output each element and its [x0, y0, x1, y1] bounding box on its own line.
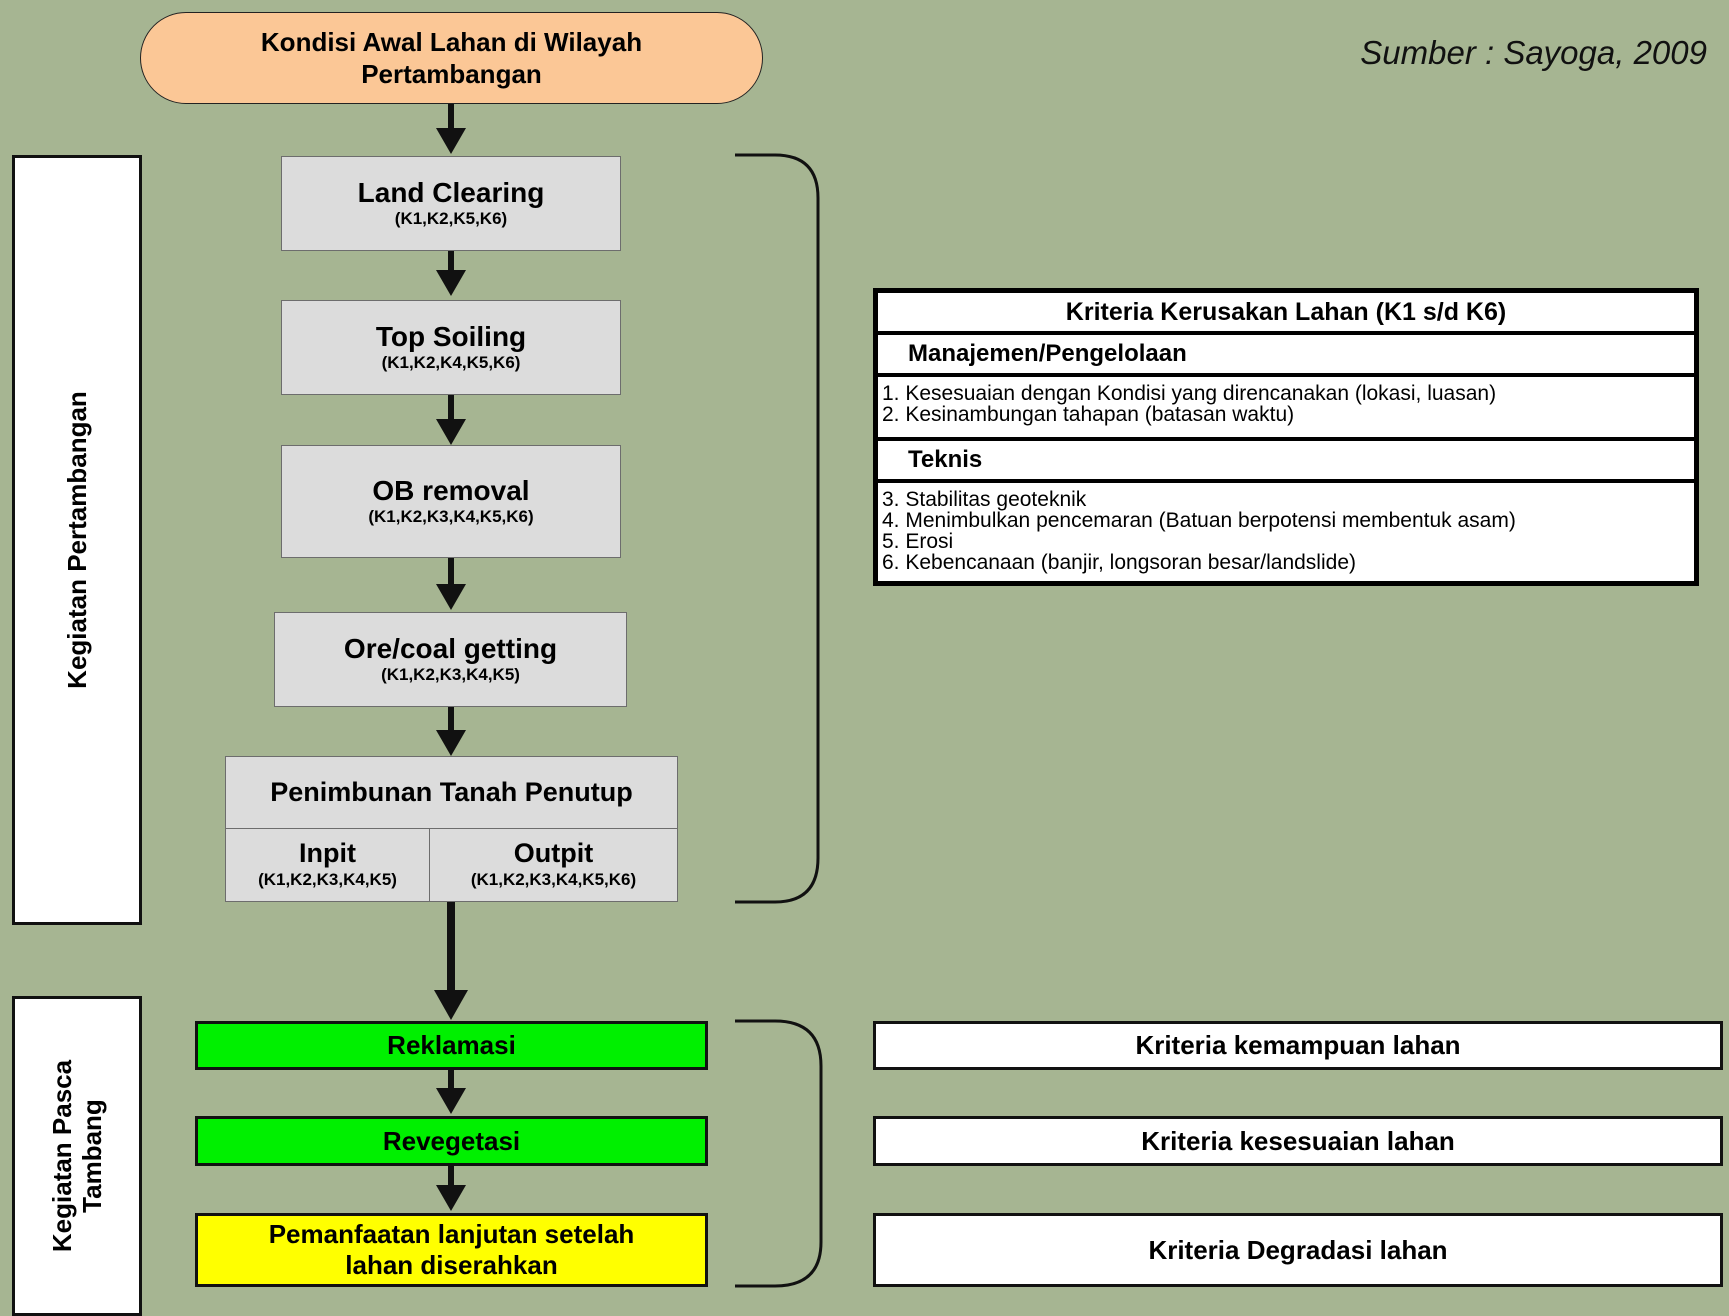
step-further-use: Pemanfaatan lanjutan setelah lahan diser… — [195, 1213, 708, 1287]
criteria-item: 1. Kesesuaian dengan Kondisi yang direnc… — [882, 382, 1497, 405]
criteria-suitability: Kriteria kesesuaian lahan — [873, 1116, 1723, 1166]
further-use-line2: lahan diserahkan — [345, 1250, 558, 1280]
dumping-outpit: Outpit (K1,K2,K3,K4,K5,K6) — [430, 829, 677, 901]
section-post-mining-line2: Tambang — [77, 1099, 107, 1213]
flow-arrow-main — [434, 902, 468, 1020]
outpit-title: Outpit — [513, 838, 594, 868]
flow-arrow — [436, 557, 466, 610]
post-mining-brace — [735, 1019, 823, 1288]
step-title: OB removal — [372, 474, 530, 506]
flow-arrow — [436, 250, 466, 296]
inpit-title: Inpit — [299, 838, 356, 868]
criteria-technical-heading: Teknis — [878, 441, 1694, 483]
criteria-item: 6. Kebencanaan (banjir, longsoran besar/… — [882, 551, 1356, 574]
criteria-management-heading: Manajemen/Pengelolaan — [878, 335, 1694, 377]
step-reclamation: Reklamasi — [195, 1021, 708, 1070]
criteria-item: 5. Erosi — [882, 530, 954, 553]
section-post-mining-line1: Kegiatan Pasca — [47, 1059, 77, 1253]
mining-brace — [735, 153, 820, 904]
criteria-management-list: 1. Kesesuaian dengan Kondisi yang direnc… — [878, 377, 1694, 441]
flow-arrow — [436, 1166, 466, 1211]
step-land-clearing: Land Clearing (K1,K2,K5,K6) — [281, 156, 621, 251]
further-use-line1: Pemanfaatan lanjutan setelah — [268, 1219, 635, 1249]
step-title: Top Soiling — [375, 320, 527, 352]
criteria-technical-list: 3. Stabilitas geoteknik 4. Menimbulkan p… — [878, 483, 1694, 581]
step-codes: (K1,K2,K4,K5,K6) — [381, 352, 521, 372]
step-title: Ore/coal getting — [343, 632, 558, 664]
criteria-item: 4. Menimbulkan pencemaran (Batuan berpot… — [882, 509, 1516, 532]
section-mining-label: Kegiatan Pertambangan — [62, 391, 92, 689]
start-label-line2: Pertambangan — [361, 59, 542, 89]
source-citation: Sumber : Sayoga, 2009 — [1360, 34, 1707, 71]
start-node: Kondisi Awal Lahan di Wilayah Pertambang… — [140, 12, 763, 104]
dumping-title: Penimbunan Tanah Penutup — [226, 757, 677, 829]
step-dumping: Penimbunan Tanah Penutup Inpit (K1,K2,K3… — [225, 756, 678, 902]
criteria-item: 2. Kesinambungan tahapan (batasan waktu) — [882, 403, 1295, 426]
criteria-capability: Kriteria kemampuan lahan — [873, 1021, 1723, 1070]
flow-arrow — [436, 707, 466, 756]
criteria-title: Kriteria Kerusakan Lahan (K1 s/d K6) — [878, 293, 1694, 335]
step-codes: (K1,K2,K5,K6) — [394, 208, 508, 228]
step-title: Land Clearing — [357, 176, 545, 208]
step-revegetation: Revegetasi — [195, 1116, 708, 1166]
dumping-inpit: Inpit (K1,K2,K3,K4,K5) — [226, 829, 430, 901]
criteria-degradation: Kriteria Degradasi lahan — [873, 1213, 1723, 1287]
flow-arrow — [436, 395, 466, 445]
section-post-mining-label: Kegiatan Pasca Tambang — [47, 1060, 107, 1252]
outpit-codes: (K1,K2,K3,K4,K5,K6) — [470, 870, 637, 889]
step-ob-removal: OB removal (K1,K2,K3,K4,K5,K6) — [281, 445, 621, 558]
section-mining: Kegiatan Pertambangan — [12, 155, 142, 925]
section-post-mining: Kegiatan Pasca Tambang — [12, 996, 142, 1316]
criteria-table: Kriteria Kerusakan Lahan (K1 s/d K6) Man… — [873, 288, 1699, 586]
step-ore-coal-getting: Ore/coal getting (K1,K2,K3,K4,K5) — [274, 612, 627, 707]
step-top-soiling: Top Soiling (K1,K2,K4,K5,K6) — [281, 300, 621, 395]
flow-arrow — [436, 1070, 466, 1114]
start-label-line1: Kondisi Awal Lahan di Wilayah — [260, 27, 643, 57]
flow-arrow — [436, 104, 466, 154]
step-codes: (K1,K2,K3,K4,K5) — [381, 664, 520, 684]
criteria-item: 3. Stabilitas geoteknik — [882, 488, 1087, 511]
step-codes: (K1,K2,K3,K4,K5,K6) — [368, 506, 534, 526]
inpit-codes: (K1,K2,K3,K4,K5) — [258, 870, 397, 889]
